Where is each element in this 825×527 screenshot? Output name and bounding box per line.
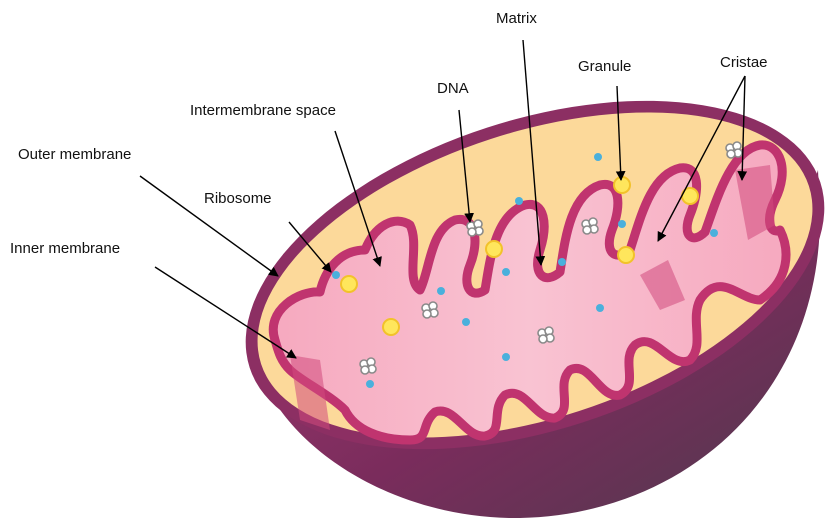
granule	[383, 319, 399, 335]
ribosome	[558, 258, 566, 266]
ribosome	[502, 353, 510, 361]
ribosome	[596, 304, 604, 312]
dna-cluster	[726, 142, 742, 158]
ribosome	[332, 271, 340, 279]
dna-cluster	[360, 358, 376, 374]
granule	[341, 276, 357, 292]
dna-cluster	[467, 220, 483, 236]
ribosome	[366, 380, 374, 388]
ribosome	[710, 229, 718, 237]
label-matrix: Matrix	[496, 10, 537, 27]
label-cristae: Cristae	[720, 54, 768, 71]
granule	[614, 177, 630, 193]
label-intermembrane-space: Intermembrane space	[190, 102, 336, 119]
ribosome	[594, 153, 602, 161]
ribosome	[618, 220, 626, 228]
label-granule: Granule	[578, 58, 631, 75]
ribosome	[515, 197, 523, 205]
granule	[486, 241, 502, 257]
label-outer-membrane: Outer membrane	[18, 146, 131, 163]
dna-cluster	[582, 218, 598, 234]
label-dna: DNA	[437, 80, 469, 97]
granule	[618, 247, 634, 263]
ribosome	[502, 268, 510, 276]
dna-cluster	[538, 327, 554, 343]
label-inner-membrane: Inner membrane	[10, 240, 120, 257]
ribosome	[437, 287, 445, 295]
dna-cluster	[422, 302, 438, 318]
label-ribosome: Ribosome	[204, 190, 272, 207]
ribosome	[462, 318, 470, 326]
